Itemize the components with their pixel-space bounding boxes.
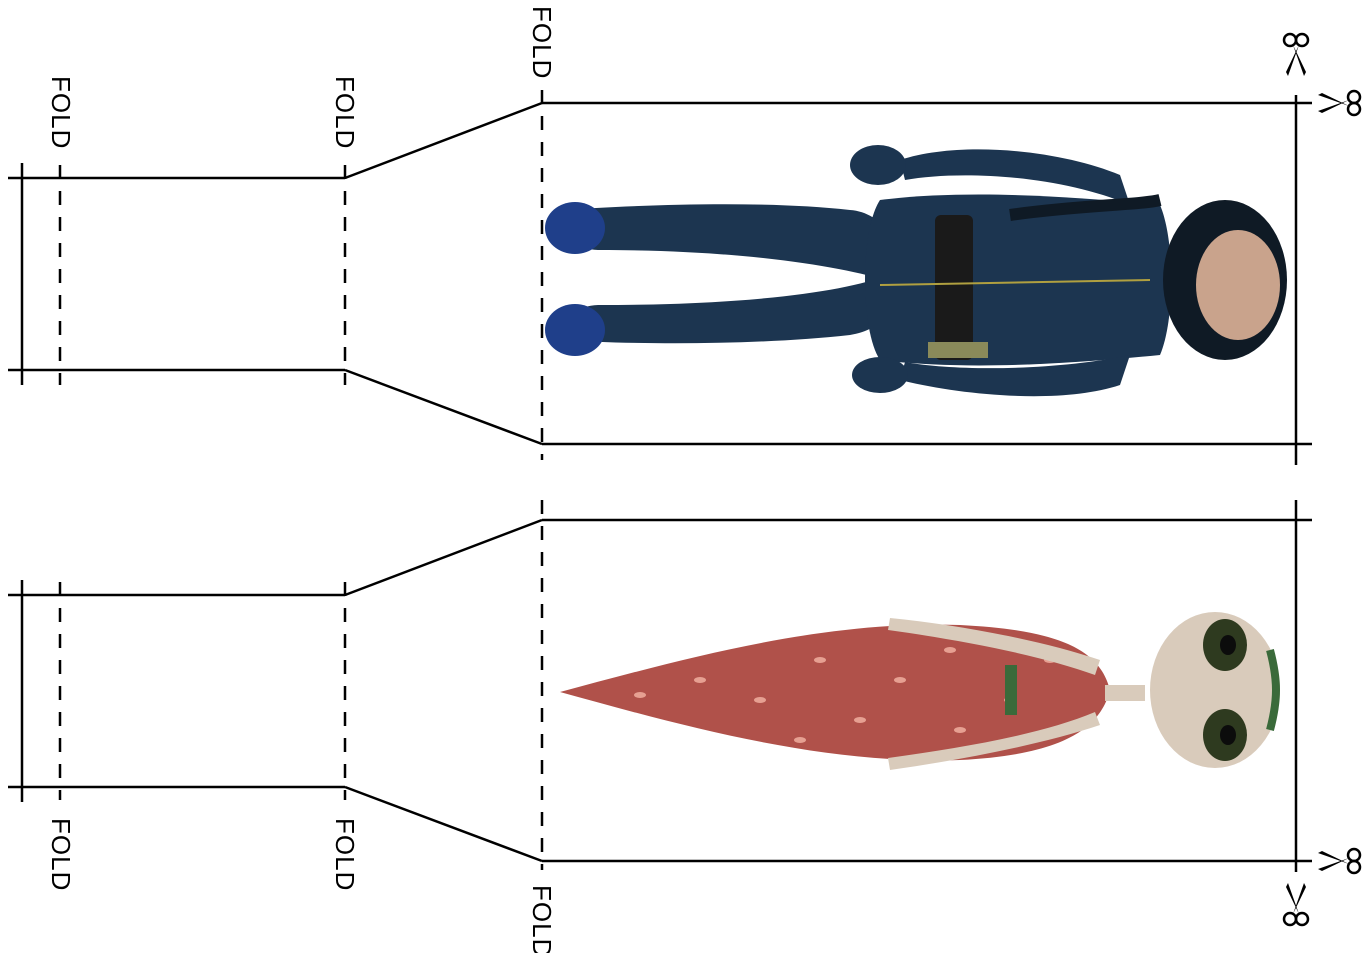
alien-figure [560, 612, 1280, 770]
fold-label-bottom-left: FOLD [46, 818, 76, 891]
fold-label-bottom-right: FOLD [527, 885, 557, 953]
scissors-icon-bottom-horizontal [1316, 847, 1362, 875]
fold-label-top-middle: FOLD [330, 76, 360, 149]
scissors-icon-top-vertical [1282, 32, 1310, 78]
diver-figure [545, 145, 1287, 397]
upper-template [8, 90, 1312, 465]
fold-label-top-left: FOLD [46, 76, 76, 149]
upper-taper-top [344, 101, 543, 180]
fold-label-top-right: FOLD [527, 6, 557, 79]
upper-taper-bottom [344, 368, 543, 446]
lower-template [8, 500, 1312, 872]
scissors-icon-top-horizontal [1316, 89, 1362, 117]
lower-taper-bottom [344, 785, 543, 863]
scissors-icon-bottom-vertical [1282, 881, 1310, 927]
fold-label-bottom-middle: FOLD [330, 818, 360, 891]
lower-taper-top [344, 518, 543, 597]
